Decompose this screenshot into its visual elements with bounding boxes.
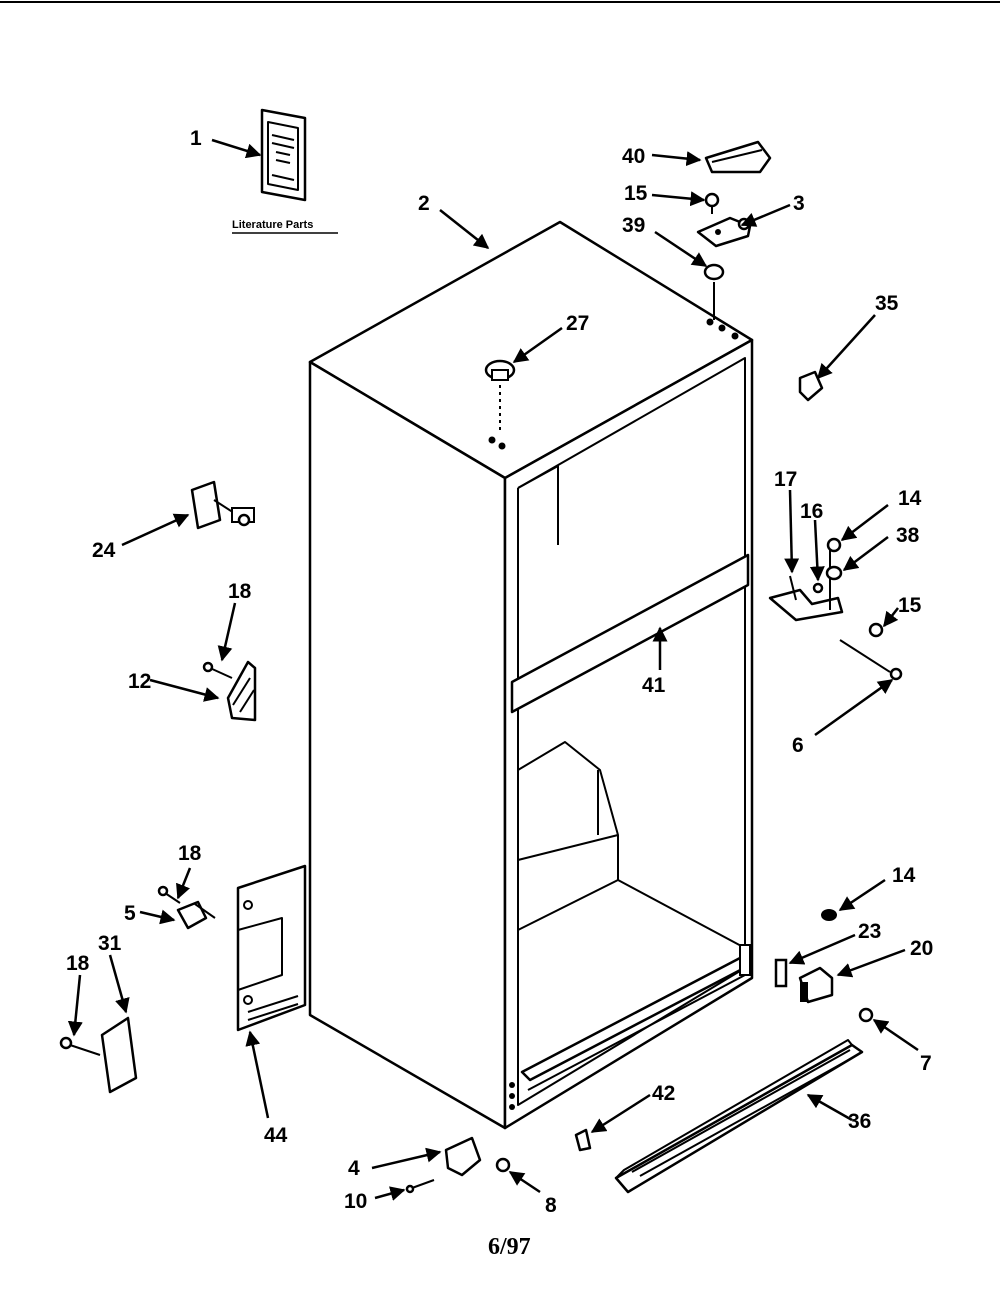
screw-18-lower bbox=[59, 1036, 101, 1056]
hinge-bracket-4 bbox=[444, 1136, 482, 1177]
literature-caption: Literature Parts bbox=[232, 219, 313, 231]
center-hinge-screw bbox=[868, 622, 884, 638]
hinge-spacer bbox=[703, 263, 725, 320]
callout-4: 4 bbox=[348, 1157, 360, 1180]
center-hinge bbox=[768, 544, 844, 622]
callout-24: 24 bbox=[92, 539, 116, 562]
hinge-shim bbox=[774, 958, 788, 988]
date-code: 6/97 bbox=[488, 1234, 531, 1260]
callout-38: 38 bbox=[896, 524, 920, 547]
callout-36: 36 bbox=[848, 1110, 871, 1133]
door-stop-clip bbox=[798, 370, 824, 402]
leader-lines bbox=[67, 138, 919, 1201]
rear-cover-plate bbox=[236, 864, 307, 1032]
callout-5: 5 bbox=[124, 902, 136, 925]
screw-10 bbox=[405, 1179, 435, 1194]
callout-41: 41 bbox=[642, 674, 666, 697]
callout-8: 8 bbox=[545, 1194, 557, 1217]
cabinet-plug bbox=[484, 359, 516, 430]
callout-42: 42 bbox=[652, 1082, 675, 1105]
callout-1: 1 bbox=[190, 127, 202, 150]
callout-labels: 1 2 3 4 5 6 7 8 10 12 14 14 15 15 16 17 … bbox=[66, 127, 933, 1217]
top-hinge-screw bbox=[704, 192, 720, 214]
callout-6: 6 bbox=[792, 734, 804, 757]
callout-17: 17 bbox=[774, 468, 797, 491]
callout-40: 40 bbox=[622, 145, 645, 168]
callout-12: 12 bbox=[128, 670, 151, 693]
callout-27: 27 bbox=[566, 312, 589, 335]
callout-7: 7 bbox=[920, 1052, 932, 1075]
screw-18-upper bbox=[202, 661, 233, 679]
callout-10: 10 bbox=[344, 1190, 367, 1213]
bottom-hinge bbox=[798, 966, 834, 1004]
washer-14-upper bbox=[826, 537, 842, 553]
callout-18-lower: 18 bbox=[66, 952, 90, 975]
callout-16: 16 bbox=[800, 500, 823, 523]
callout-39: 39 bbox=[622, 214, 645, 237]
literature-booklet bbox=[260, 108, 307, 202]
callout-35: 35 bbox=[875, 292, 899, 315]
leveling-leg bbox=[821, 909, 837, 921]
callout-18-middle: 18 bbox=[178, 842, 202, 865]
callout-2: 2 bbox=[418, 192, 430, 215]
screw-18-middle bbox=[157, 885, 181, 904]
callout-15-top: 15 bbox=[624, 182, 648, 205]
callout-44: 44 bbox=[264, 1124, 288, 1147]
callout-3: 3 bbox=[793, 192, 805, 215]
screw-6 bbox=[839, 639, 903, 681]
top-hinge bbox=[696, 216, 752, 248]
base-grille bbox=[614, 1039, 864, 1194]
callout-14-upper: 14 bbox=[898, 487, 922, 510]
hinge-block-5 bbox=[176, 900, 216, 930]
callout-15-center: 15 bbox=[898, 594, 922, 617]
bracket-12 bbox=[226, 660, 257, 722]
cover-31 bbox=[100, 1016, 138, 1094]
callout-31: 31 bbox=[98, 932, 122, 955]
fitting-24 bbox=[190, 480, 255, 530]
callout-18-upper: 18 bbox=[228, 580, 252, 603]
grille-clip bbox=[574, 1128, 592, 1152]
washer-38 bbox=[825, 565, 843, 581]
bottom-hinge-screw bbox=[858, 1007, 874, 1023]
callout-14-lower: 14 bbox=[892, 864, 916, 887]
hinge-cover bbox=[704, 140, 772, 174]
callout-23: 23 bbox=[858, 920, 881, 943]
screw-8 bbox=[495, 1157, 511, 1173]
cabinet bbox=[308, 220, 754, 1130]
callout-20: 20 bbox=[910, 937, 933, 960]
